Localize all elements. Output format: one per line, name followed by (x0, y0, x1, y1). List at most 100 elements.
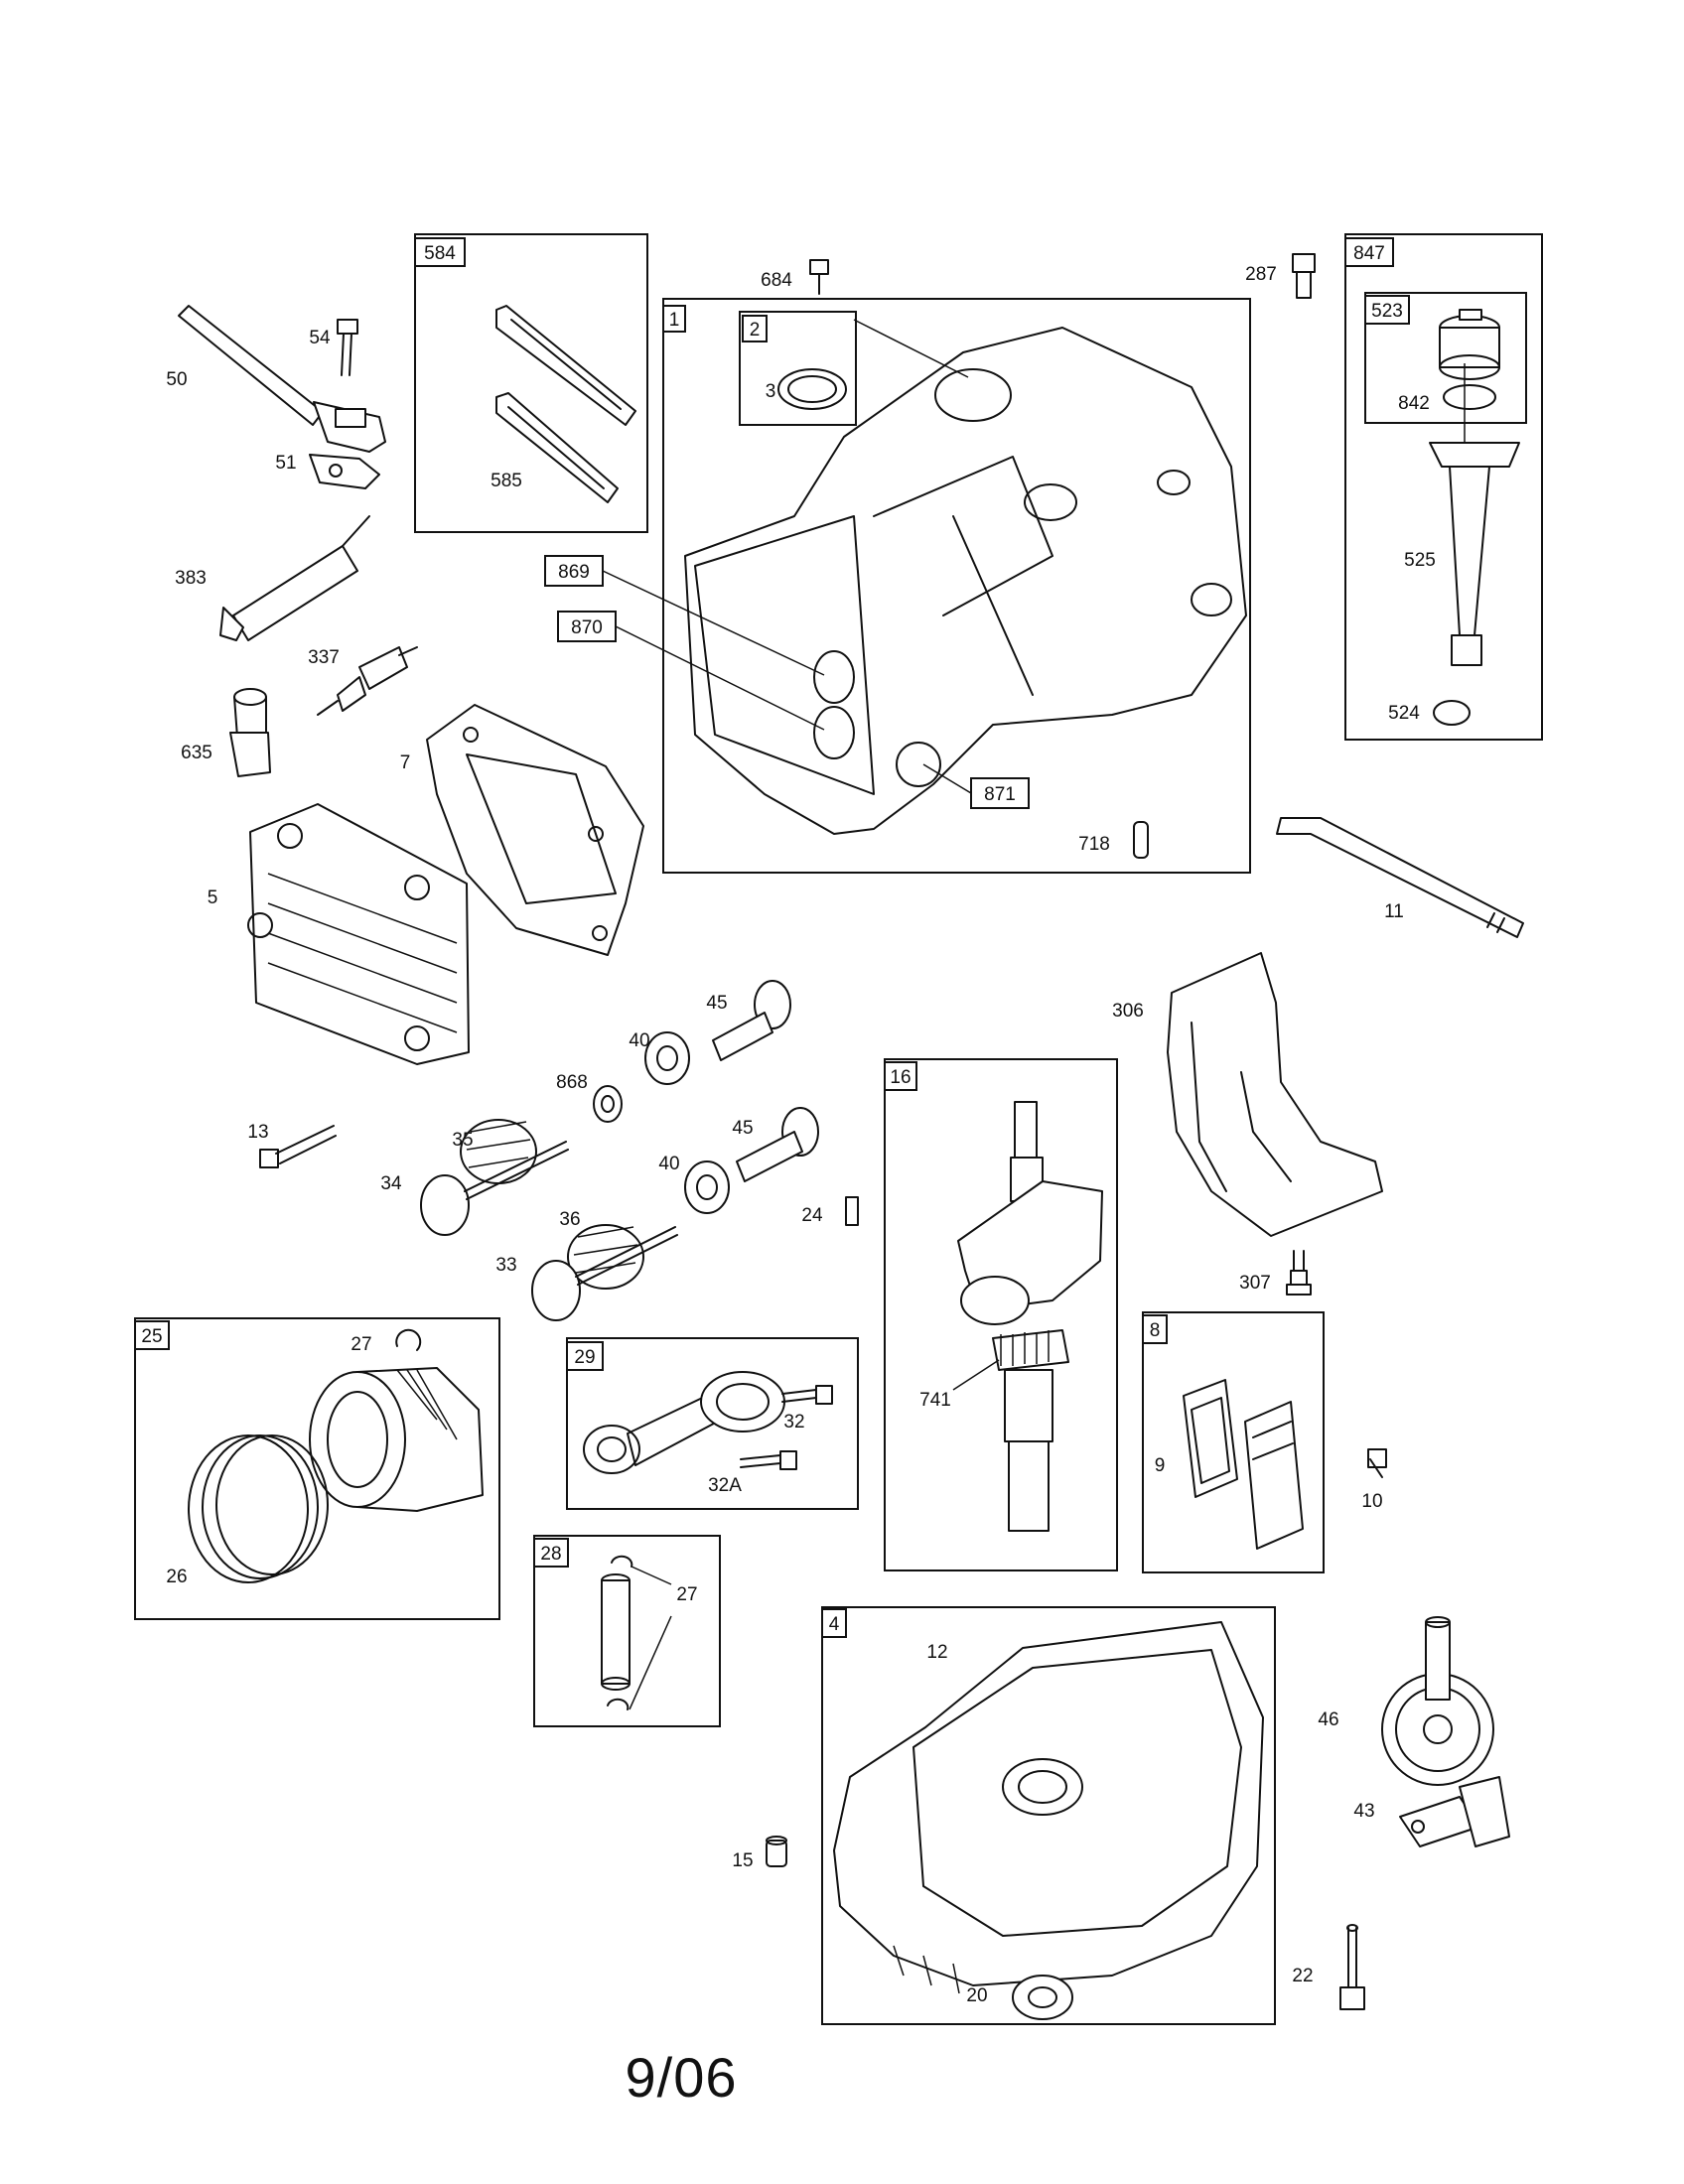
bolt-32-part (781, 1385, 833, 1405)
label-32A: 32A (708, 1475, 742, 1496)
svg-text:16: 16 (890, 1067, 911, 1088)
label-27-pin: 27 (676, 1584, 697, 1605)
label-33: 33 (495, 1255, 516, 1276)
group-tag-4: 4 (821, 1608, 847, 1638)
group-box-1 (662, 298, 1251, 874)
screw-10-part (1367, 1448, 1387, 1478)
label-13: 13 (247, 1122, 268, 1143)
label-585: 585 (491, 471, 522, 491)
footer-date: 9/06 (625, 2046, 738, 2109)
label-5: 5 (208, 887, 218, 908)
label-525: 525 (1404, 550, 1436, 571)
key-24-part (845, 1196, 859, 1226)
label-54: 54 (309, 328, 331, 348)
group-tag-8: 8 (1142, 1314, 1168, 1344)
group-tag-584: 584 (414, 237, 466, 267)
valve-34-part (420, 1141, 569, 1236)
bolt-13-part (259, 1125, 337, 1168)
valve-seal-40-lower-part (684, 1160, 730, 1214)
group-tag-1: 1 (662, 305, 686, 333)
svg-text:28: 28 (540, 1544, 561, 1565)
screw-684-part (809, 259, 829, 295)
retaining-ring-27-part (395, 1328, 422, 1351)
group-box-4 (821, 1606, 1276, 2025)
piston-ring-26-part (188, 1434, 329, 1583)
label-524: 524 (1388, 703, 1420, 724)
group-box-29 (566, 1337, 859, 1510)
label-7: 7 (400, 752, 411, 773)
breather-gasket-9-part (1183, 1379, 1238, 1498)
label-10: 10 (1361, 1491, 1382, 1512)
svg-text:2: 2 (750, 320, 761, 341)
label-868: 868 (556, 1072, 588, 1093)
piston-part (309, 1367, 484, 1512)
label-50: 50 (166, 369, 187, 390)
label-32: 32 (783, 1412, 804, 1433)
group-tag-847: 847 (1344, 237, 1394, 267)
label-24: 24 (801, 1205, 823, 1226)
baffle-306-part (1167, 952, 1383, 1237)
label-35: 35 (452, 1130, 473, 1151)
spark-plug-tool-part (219, 515, 370, 641)
label-46: 46 (1318, 1709, 1338, 1730)
svg-text:8: 8 (1150, 1320, 1161, 1341)
label-306: 306 (1112, 1001, 1144, 1022)
label-34: 34 (380, 1173, 402, 1194)
group-tag-25: 25 (134, 1320, 170, 1350)
group-tag-523: 523 (1364, 295, 1410, 325)
group-box-8 (1142, 1311, 1325, 1573)
group-tag-2: 2 (742, 315, 768, 342)
valve-seal-40-upper-part (644, 1031, 690, 1085)
breather-tube-part (1276, 817, 1524, 938)
callout-871: 871 (922, 763, 1030, 809)
svg-text:871: 871 (984, 784, 1016, 805)
seal-3-part (777, 368, 847, 410)
retaining-ring-27-clips-part (607, 1555, 672, 1710)
gasket-51-part (309, 454, 380, 489)
leader-741 (952, 1359, 1000, 1391)
label-635: 635 (181, 743, 212, 763)
breather-gaskets-part (495, 305, 636, 503)
label-9: 9 (1155, 1455, 1166, 1476)
dipstick-assembly-part (1429, 309, 1520, 666)
seal-20-part (1012, 1975, 1073, 2020)
svg-text:847: 847 (1353, 243, 1385, 264)
label-22: 22 (1292, 1966, 1313, 1986)
label-3: 3 (766, 381, 776, 402)
tappet-45-upper-part (712, 980, 791, 1061)
bolt-54-part (337, 319, 358, 376)
cylinder-block-part (684, 327, 1247, 835)
group-box-16 (884, 1058, 1118, 1571)
group-tag-16: 16 (884, 1061, 917, 1091)
wrist-pin-part (601, 1573, 631, 1691)
leader-3 (853, 319, 969, 378)
label-741: 741 (919, 1390, 951, 1411)
callout-870: 870 (557, 611, 825, 731)
label-718: 718 (1078, 834, 1110, 855)
screw-307-part (1286, 1250, 1312, 1296)
group-box-28 (533, 1535, 721, 1727)
spark-plug-boot-part (229, 688, 271, 777)
label-337: 337 (308, 647, 340, 668)
bolt-287-part (1292, 253, 1316, 299)
svg-text:869: 869 (558, 562, 590, 583)
plug-15-part (766, 1836, 787, 1867)
label-40-lower: 40 (658, 1154, 679, 1174)
sump-part (833, 1621, 1264, 1994)
label-287: 287 (1245, 264, 1277, 285)
washer-868-part (593, 1085, 623, 1123)
group-box-584 (414, 233, 648, 533)
label-27-piston: 27 (351, 1334, 371, 1355)
label-26: 26 (166, 1567, 187, 1587)
cylinder-head-part (247, 803, 470, 1065)
svg-text:4: 4 (829, 1614, 840, 1635)
group-box-847 (1344, 233, 1543, 741)
label-307: 307 (1239, 1273, 1271, 1294)
tappet-45-lower-part (736, 1107, 819, 1182)
group-box-2 (739, 311, 857, 426)
label-45-lower: 45 (732, 1118, 753, 1139)
label-842: 842 (1398, 393, 1430, 414)
group-box-25 (134, 1317, 500, 1620)
spark-plug-part (317, 646, 418, 716)
label-15: 15 (732, 1850, 753, 1871)
